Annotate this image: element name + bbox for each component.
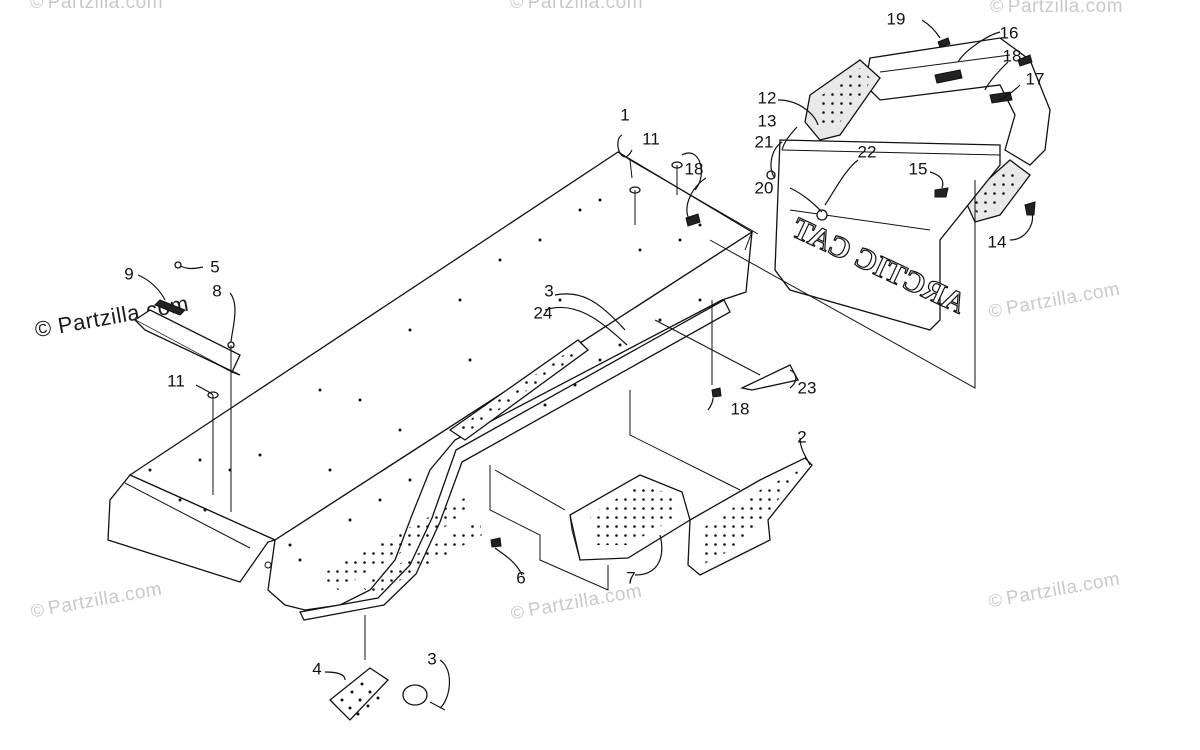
guard-panel — [739, 364, 799, 391]
callout-11: 11 — [642, 129, 660, 148]
callout-13: 13 — [758, 111, 777, 130]
callout-7: 7 — [626, 568, 635, 587]
leader-lines — [137, 19, 1034, 709]
snow-flap: ARCTIC CAT — [774, 139, 1001, 331]
callout-23: 23 — [798, 378, 817, 397]
callout-14: 14 — [988, 232, 1007, 251]
callout-17: 17 — [1026, 69, 1045, 88]
watermark: ©Partzilla.com — [510, 0, 644, 13]
reflector-strip — [448, 339, 589, 441]
callout-9: 9 — [124, 264, 133, 283]
footrest-pad — [569, 474, 691, 561]
watermark: ©Partzilla.com — [990, 0, 1124, 17]
watermark: ©Partzilla.com — [30, 0, 164, 13]
hitch-bracket — [133, 299, 241, 376]
callout-19: 19 — [887, 9, 906, 28]
callout-20: 20 — [755, 178, 774, 197]
callout-21: 21 — [755, 132, 774, 151]
callout-22: 22 — [858, 142, 877, 161]
callout-5: 5 — [210, 257, 219, 276]
callout-8: 8 — [212, 281, 221, 300]
callout-18: 18 — [685, 159, 704, 178]
callout-18: 18 — [1003, 46, 1022, 65]
running-board-bracket — [687, 457, 813, 576]
callout-16: 16 — [1000, 23, 1019, 42]
callout-1: 1 — [620, 105, 629, 124]
callout-11: 11 — [167, 371, 185, 390]
callout-2: 2 — [797, 427, 806, 446]
callout-6: 6 — [516, 568, 525, 587]
callout-labels: 1 2 3 3 4 5 6 7 8 9 11 11 12 13 14 15 16… — [124, 9, 1044, 678]
callout-18: 18 — [731, 399, 750, 418]
hardware — [174, 37, 1036, 548]
callout-12: 12 — [758, 88, 777, 107]
tunnel — [107, 151, 759, 621]
callout-3: 3 — [427, 649, 436, 668]
callout-15: 15 — [909, 159, 928, 178]
callout-4: 4 — [312, 659, 321, 678]
mount-plate — [329, 667, 446, 721]
rear-bumper — [804, 37, 1051, 223]
callout-3: 3 — [544, 281, 553, 300]
callout-24: 24 — [534, 303, 553, 322]
